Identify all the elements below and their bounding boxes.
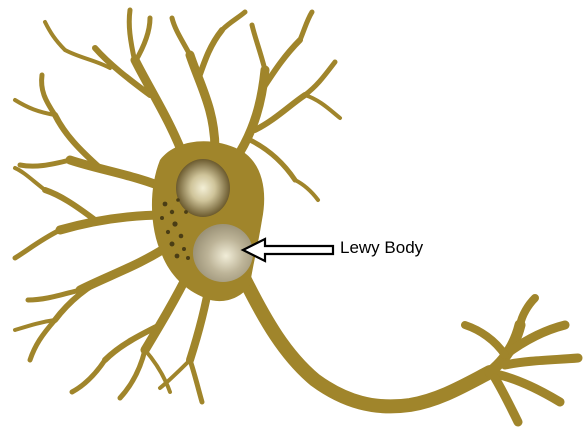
axon	[245, 280, 490, 406]
hollow-left-arrow-icon	[243, 239, 333, 261]
lewy-body-label: Lewy Body	[340, 238, 423, 258]
nucleus	[176, 159, 230, 217]
lewy-body	[193, 224, 253, 282]
axon-terminal	[465, 298, 578, 422]
